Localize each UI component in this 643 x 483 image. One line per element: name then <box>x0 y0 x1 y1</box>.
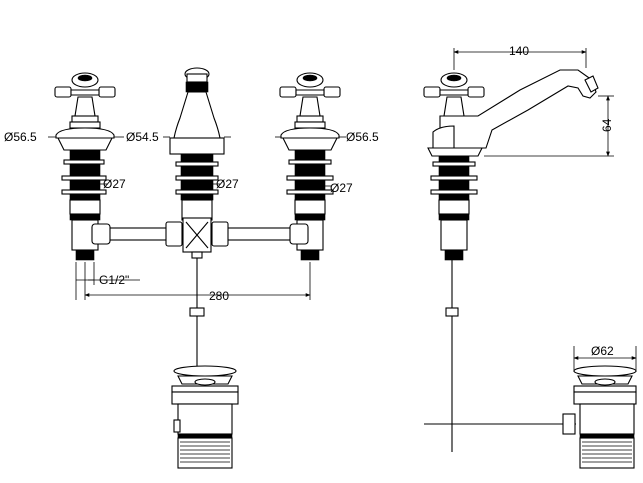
right-cross-handle <box>279 72 341 261</box>
waste-thread <box>180 441 230 463</box>
spout-thread-diameter-label: Ø27 <box>216 177 239 191</box>
side-rod <box>424 260 576 452</box>
side-dimensions <box>453 48 637 372</box>
front-spout <box>169 67 225 221</box>
side-body <box>430 155 478 261</box>
connection-pipe <box>91 217 309 259</box>
spout-diameter-label: Ø54.5 <box>126 130 159 144</box>
spout-reach-label: 140 <box>509 44 529 58</box>
left-thread-diameter-label: Ø27 <box>103 177 126 191</box>
left-cross-handle <box>54 72 116 261</box>
right-thread-diameter-label: Ø27 <box>330 181 353 195</box>
side-spout <box>427 69 599 157</box>
front-dimensions <box>48 136 346 300</box>
side-cross-handle <box>423 72 485 117</box>
left-handle-diameter-label: Ø56.5 <box>4 130 37 144</box>
right-handle-diameter-label: Ø56.5 <box>346 130 379 144</box>
spout-height-label: 64 <box>600 118 614 132</box>
side-view: 140 64 Ø62 <box>423 44 637 469</box>
connection-thread-label: G1/2" <box>99 273 129 287</box>
front-waste <box>171 258 239 469</box>
front-view: Ø56.5 Ø54.5 Ø56.5 Ø27 Ø27 Ø27 G1/2" 280 <box>4 67 379 469</box>
centres-width-label: 280 <box>209 289 229 303</box>
side-waste <box>573 365 637 469</box>
waste-diameter-label: Ø62 <box>591 344 614 358</box>
